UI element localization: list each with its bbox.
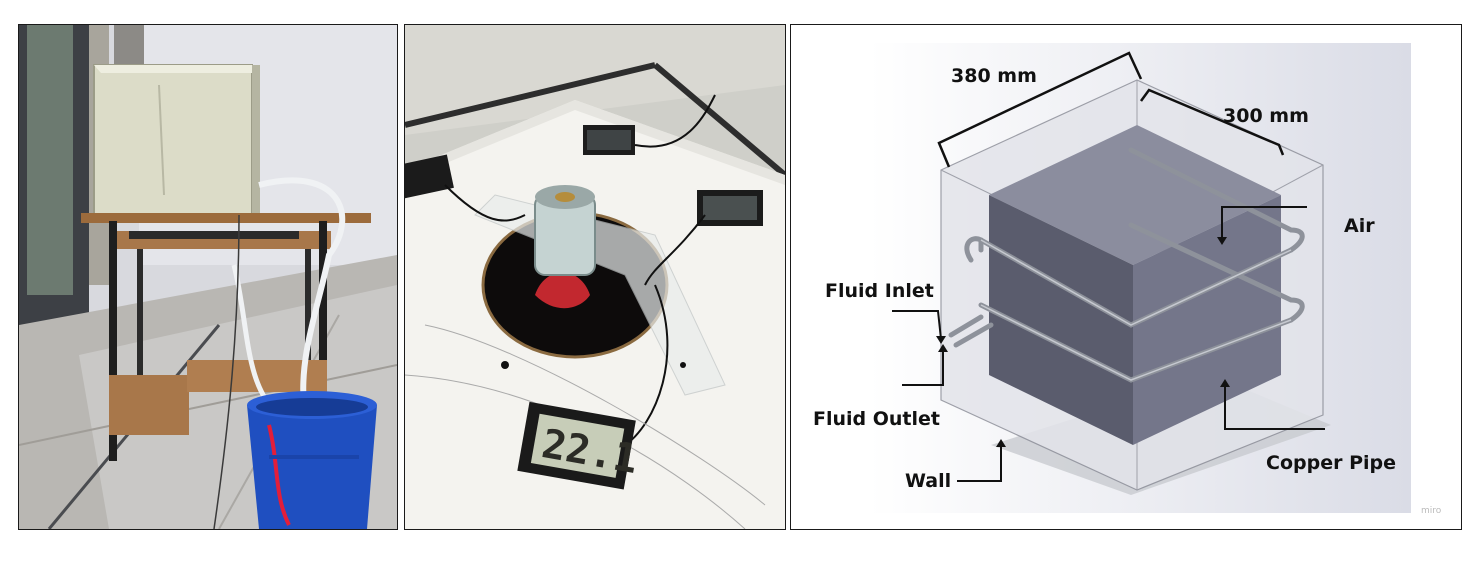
- setup-photo: [18, 24, 398, 530]
- wall-label: Wall: [905, 470, 951, 492]
- fan-thermometer-photo: 22.1: [404, 24, 786, 530]
- air-label: Air: [1344, 215, 1375, 237]
- cad-diagram-svg: 380 mm 300 mm Air Fluid Inlet Fluid Outl…: [813, 43, 1442, 516]
- miro-watermark: miro: [1421, 506, 1442, 516]
- setup-photo-illustration: [19, 25, 397, 529]
- fan-thermometer-illustration: 22.1: [405, 25, 785, 529]
- fluid-outlet-label: Fluid Outlet: [813, 408, 940, 430]
- dimension-380mm-label: 380 mm: [951, 65, 1037, 87]
- cad-diagram: 380 mm 300 mm Air Fluid Inlet Fluid Outl…: [790, 24, 1462, 530]
- copper-pipe-label: Copper Pipe: [1266, 452, 1396, 474]
- dimension-300mm-label: 300 mm: [1223, 105, 1309, 127]
- fluid-inlet-label: Fluid Inlet: [825, 280, 934, 302]
